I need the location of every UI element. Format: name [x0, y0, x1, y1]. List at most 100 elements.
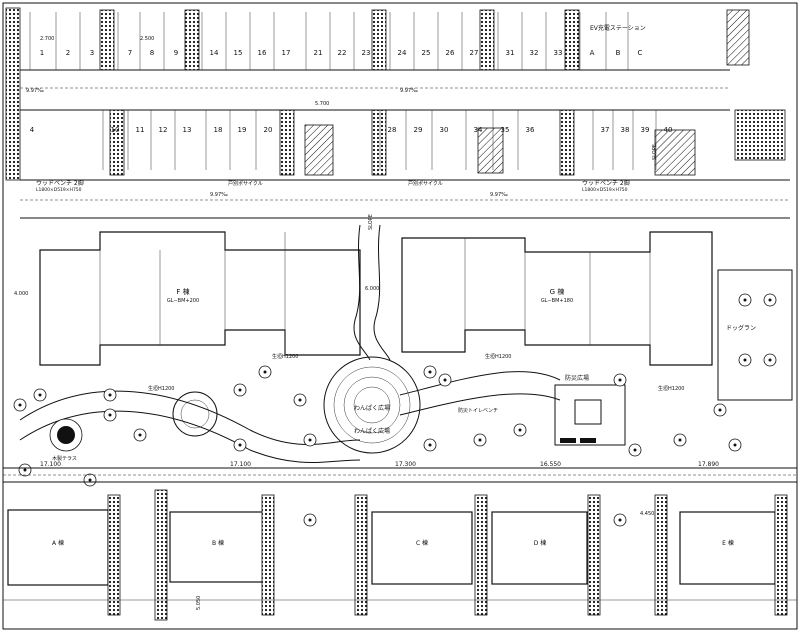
cycle-label: 戸別ポサイクル: [228, 180, 263, 187]
slope-label: SLOPE: [652, 144, 658, 160]
parking-stall-number: 16: [258, 49, 267, 57]
parking-zone-top: [5, 7, 790, 219]
dimension-text: 17.100: [40, 461, 61, 468]
dimension-text: 16.550: [540, 461, 561, 468]
parking-stall-number: 7: [128, 49, 132, 57]
curved-path: [399, 371, 561, 396]
parking-stall-number: 13: [183, 126, 192, 134]
building-g: G 棟 GL−BM+180: [401, 231, 713, 366]
hatched-area: [304, 124, 334, 176]
trees: [13, 293, 777, 527]
parking-stall-number: 25: [422, 49, 431, 57]
bench-size-right: L1800×D519×H750: [582, 187, 628, 193]
parking-stall-number: 32: [530, 49, 539, 57]
hedge-strip: [587, 494, 601, 616]
parking-stall-number: 20: [264, 126, 273, 134]
parking-stall-number: 40: [664, 126, 673, 134]
wood-terrace-label: 木製テラス: [52, 455, 77, 462]
parking-stall-number: 37: [601, 126, 610, 134]
hedge-strip: [99, 9, 115, 71]
hedge-strip: [479, 9, 495, 71]
building-c: C 棟: [371, 511, 473, 585]
building-e: E 棟: [679, 511, 776, 585]
dimension-text: 17.890: [698, 461, 719, 468]
building-a-label: A 棟: [52, 539, 64, 547]
wood-terrace: 木製テラス: [49, 418, 83, 462]
toilet-bench-label: 防災トイレベンチ: [458, 407, 498, 414]
parking-stall-number: 11: [136, 126, 145, 134]
parking-stall-number: 34: [474, 126, 483, 134]
ev-charger-label: EV充電ステーション: [590, 24, 646, 32]
hedge-label: 生垣H1200: [148, 385, 175, 392]
dimension-text: 4.000: [14, 291, 28, 297]
dimension-text: 9.97‰: [490, 192, 508, 198]
hedge-strip: [559, 109, 575, 176]
building-g-gl: GL−BM+180: [541, 298, 573, 304]
building-b: B 棟: [169, 511, 266, 583]
hedge-strip: [474, 494, 488, 616]
parking-stall-number: 38: [621, 126, 630, 134]
dimension-text: 4.450: [640, 511, 654, 517]
dimension-text: 9.97‰: [210, 192, 228, 198]
parking-stall-number: B: [616, 49, 621, 57]
dimension-text: 2.700: [40, 36, 54, 42]
parking-stall-number: 36: [526, 126, 535, 134]
hedge-label: 生垣H1200: [658, 385, 685, 392]
hedge-strip: [734, 109, 786, 161]
parking-stall-number: 24: [398, 49, 407, 57]
parking-stall-number: 19: [238, 126, 247, 134]
central-path: [353, 224, 371, 361]
parking-stall-number: 8: [150, 49, 154, 57]
building-d: D 棟: [491, 511, 588, 585]
dimension-text: 2.500: [140, 36, 154, 42]
hatched-area: [726, 9, 750, 66]
parking-stall-number: 9: [174, 49, 178, 57]
building-e-label: E 棟: [722, 539, 734, 547]
dog-run-area: ドッグラン: [717, 269, 793, 401]
plaza: わんぱく広場 わんぱく広場: [323, 356, 421, 454]
parking-stall-number: 1: [40, 49, 44, 57]
hedge-strip: [371, 9, 387, 71]
parking-stall-number: 39: [641, 126, 650, 134]
building-f-label: F 棟: [176, 287, 189, 296]
dimension-text: 17.300: [395, 461, 416, 468]
parking-stall-number: A: [590, 49, 595, 57]
parking-stall-number: 23: [362, 49, 371, 57]
dimension-text: 5.050: [196, 596, 202, 610]
dimension-text: 9.97‰: [26, 88, 44, 94]
hedge-label: 生垣H1200: [485, 353, 512, 360]
parking-stall-number: 35: [501, 126, 510, 134]
dog-run-label: ドッグラン: [726, 324, 756, 332]
parking-stall-number: 3: [90, 49, 94, 57]
parking-stall-number: 14: [210, 49, 219, 57]
disaster-plaza: 防災広場: [554, 374, 626, 446]
hedge-label: 生垣H1200: [272, 353, 299, 360]
parking-stall-number: 21: [314, 49, 323, 57]
building-d-label: D 棟: [534, 539, 547, 547]
building-c-label: C 棟: [416, 539, 428, 547]
bench-label-left: ウッドベンチ 2脚: [36, 179, 84, 187]
building-b-label: B 棟: [212, 539, 224, 547]
small-plaza: [172, 391, 218, 437]
hedge-strip: [261, 494, 275, 616]
parking-stall-number: 26: [446, 49, 455, 57]
bench-label-right: ウッドベンチ 2脚: [582, 179, 630, 187]
parking-stall-number: 4: [30, 126, 35, 134]
building-a: A 棟: [7, 509, 109, 586]
parking-stall-number: 27: [470, 49, 479, 57]
hedge-strip: [774, 494, 788, 616]
hedge-strip: [371, 109, 387, 176]
hatched-area: [477, 127, 504, 174]
parking-stall-number: 29: [414, 126, 423, 134]
hedge-strip: [154, 489, 168, 621]
hedge-strip: [279, 109, 295, 176]
building-f: F 棟 GL−BM+200: [39, 231, 361, 366]
parking-stall-number: 31: [506, 49, 515, 57]
slope-label: SLOPE: [368, 214, 374, 230]
hedge-strip: [109, 109, 125, 176]
hatched-area: [654, 129, 696, 176]
parking-stall-number: 10: [111, 126, 120, 134]
